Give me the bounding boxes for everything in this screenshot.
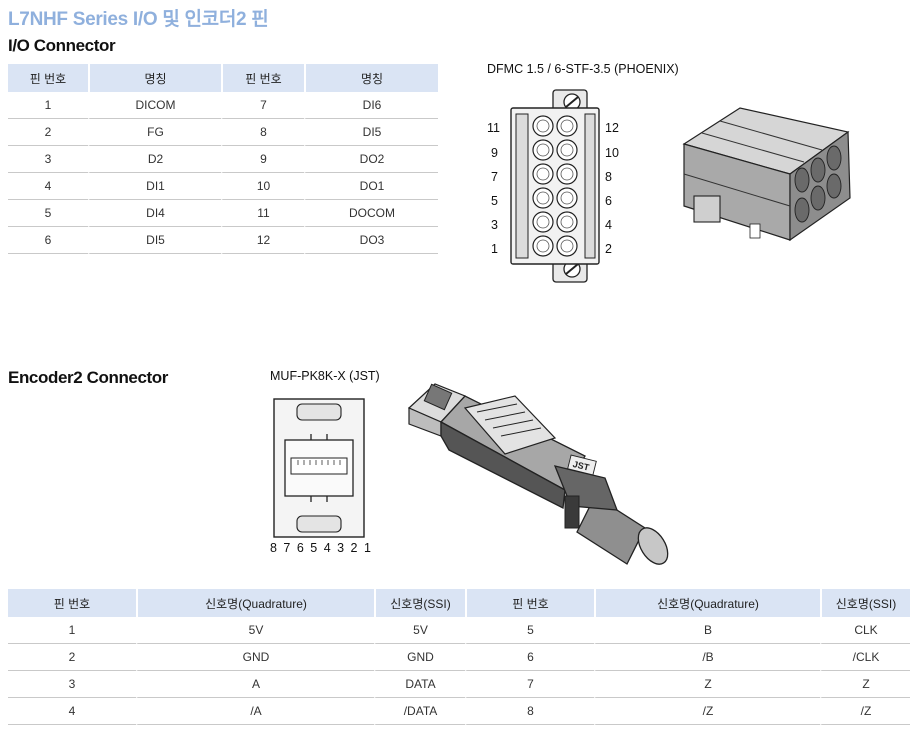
cell: DO1: [304, 173, 438, 200]
cell: 8: [221, 119, 304, 146]
cell: /Z: [594, 698, 820, 725]
cell: 11: [221, 200, 304, 227]
cell: 7: [221, 92, 304, 119]
muf-plug-3d-view: JST: [407, 383, 669, 565]
header-signal-ssi: 신호명(SSI): [820, 589, 910, 617]
pin-label: 1: [491, 242, 498, 256]
cell: Z: [820, 671, 910, 698]
cell: 7: [465, 671, 594, 698]
cell: Z: [594, 671, 820, 698]
cell: 5: [8, 200, 88, 227]
header-signal-quadrature: 신호명(Quadrature): [136, 589, 374, 617]
cell: DATA: [374, 671, 465, 698]
cell: 6: [8, 227, 88, 254]
header-name: 명칭: [88, 64, 221, 92]
cell: /DATA: [374, 698, 465, 725]
cell: DOCOM: [304, 200, 438, 227]
page-title: L7NHF Series I/O 및 인코더2 핀: [8, 9, 269, 30]
cell: B: [594, 617, 820, 644]
muf-connector-front-view: [273, 398, 365, 538]
cell: 4: [8, 698, 136, 725]
cell: DI1: [88, 173, 221, 200]
cell: 2: [8, 119, 88, 146]
pin-label: 9: [491, 146, 498, 160]
cell: DI5: [304, 119, 438, 146]
cell: 2: [8, 644, 136, 671]
cell: 1: [8, 617, 136, 644]
cell: DICOM: [88, 92, 221, 119]
pin-label: 12: [605, 121, 619, 135]
cell: CLK: [820, 617, 910, 644]
header-pin-number: 핀 번호: [8, 589, 136, 617]
header-signal-quadrature: 신호명(Quadrature): [594, 589, 820, 617]
cell: 6: [465, 644, 594, 671]
cell: 5V: [136, 617, 374, 644]
cell: DI6: [304, 92, 438, 119]
cell: /CLK: [820, 644, 910, 671]
cell: 4: [8, 173, 88, 200]
cell: D2: [88, 146, 221, 173]
cell: FG: [88, 119, 221, 146]
pin-label: 11: [487, 121, 500, 135]
cell: 9: [221, 146, 304, 173]
encoder-connector-model: MUF-PK8K-X (JST): [270, 369, 380, 383]
header-signal-ssi: 신호명(SSI): [374, 589, 465, 617]
cell: /B: [594, 644, 820, 671]
header-pin-number: 핀 번호: [8, 64, 88, 92]
cell: 12: [221, 227, 304, 254]
pin-label: 3: [491, 218, 498, 232]
encoder-table-header: 핀 번호 신호명(Quadrature) 신호명(SSI) 핀 번호 신호명(Q…: [8, 589, 910, 617]
io-connector-model: DFMC 1.5 / 6-STF-3.5 (PHOENIX): [487, 62, 679, 76]
cell: GND: [136, 644, 374, 671]
encoder-pin-table: 핀 번호 신호명(Quadrature) 신호명(SSI) 핀 번호 신호명(Q…: [8, 589, 910, 725]
cell: DO3: [304, 227, 438, 254]
io-table-header: 핀 번호 명칭 핀 번호 명칭: [8, 64, 438, 92]
header-pin-number: 핀 번호: [465, 589, 594, 617]
dfmc-connector-front-view: [510, 89, 600, 283]
pin-label: 7: [491, 170, 498, 184]
cell: DI4: [88, 200, 221, 227]
cell: GND: [374, 644, 465, 671]
cell: A: [136, 671, 374, 698]
pin-label: 4: [605, 218, 612, 232]
header-pin-number: 핀 번호: [221, 64, 304, 92]
cell: 10: [221, 173, 304, 200]
cell: 5: [465, 617, 594, 644]
pin-label: 6: [605, 194, 612, 208]
cell: 3: [8, 671, 136, 698]
encoder-connector-title: Encoder2 Connector: [8, 368, 168, 387]
plug-brand-text: JST: [572, 459, 591, 473]
cell: /Z: [820, 698, 910, 725]
pin-label: 5: [491, 194, 498, 208]
cell: DI5: [88, 227, 221, 254]
encoder-pin-sequence: 8 7 6 5 4 3 2 1: [270, 541, 373, 555]
io-connector-title: I/O Connector: [8, 36, 116, 55]
header-name: 명칭: [304, 64, 438, 92]
cell: 1: [8, 92, 88, 119]
pin-label: 10: [605, 146, 619, 160]
cell: /A: [136, 698, 374, 725]
dfmc-connector-3d-view: [682, 107, 851, 242]
pin-holes: [532, 115, 578, 257]
plug-cable: [576, 495, 669, 565]
cell: 8: [465, 698, 594, 725]
cell: 5V: [374, 617, 465, 644]
pin-label: 8: [605, 170, 612, 184]
cell: 3: [8, 146, 88, 173]
cell: DO2: [304, 146, 438, 173]
pin-label: 2: [605, 242, 612, 256]
